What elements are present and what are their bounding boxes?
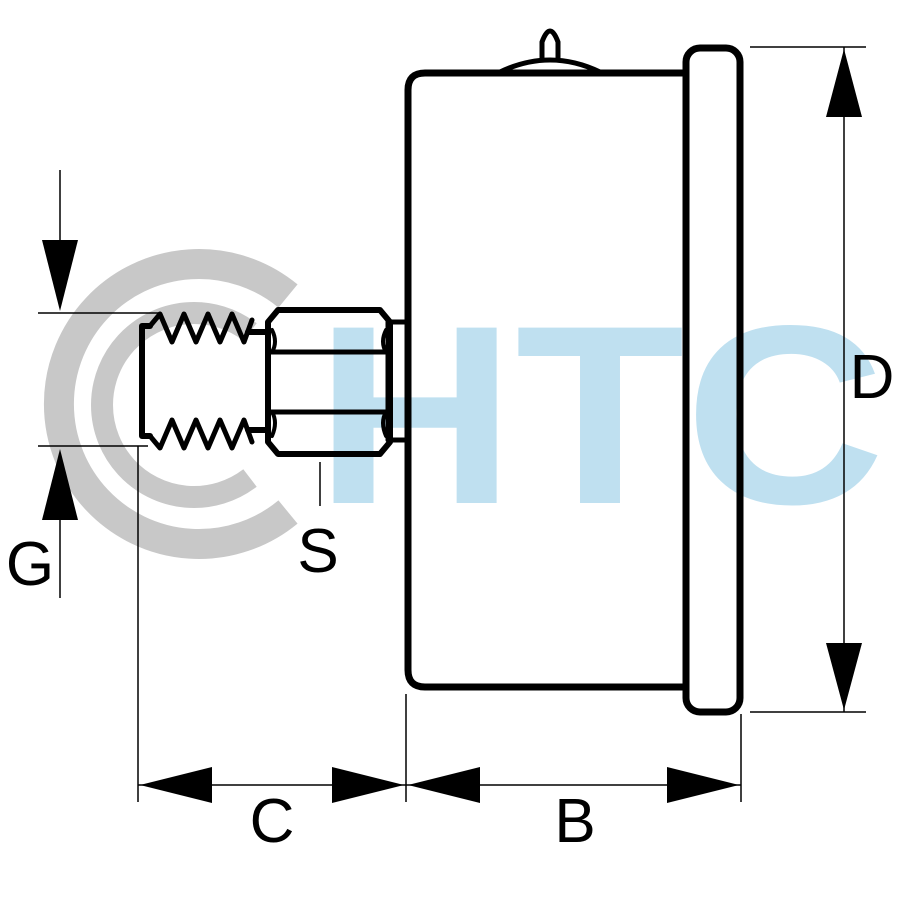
top-cap-arc xyxy=(497,57,603,75)
g-arrow-up xyxy=(42,449,78,520)
c-arrow-right xyxy=(332,767,404,803)
label-c: C xyxy=(250,787,295,856)
g-arrow-down xyxy=(42,240,78,311)
dimension-lines xyxy=(38,46,866,803)
label-g: G xyxy=(6,530,54,599)
thread-body xyxy=(139,323,271,439)
hex-chamfer-right xyxy=(381,328,388,438)
label-d: D xyxy=(850,343,895,412)
gauge-bezel xyxy=(682,44,744,716)
label-b: B xyxy=(554,787,595,856)
watermark-ring xyxy=(44,249,298,559)
thread-top xyxy=(147,311,255,345)
watermark-logo: HTC xyxy=(44,249,885,559)
hex-nut xyxy=(265,307,393,457)
process-connection xyxy=(139,307,411,457)
d-arrow-down xyxy=(826,643,862,710)
b-arrow-left xyxy=(408,767,480,803)
watermark-ring-inner xyxy=(91,302,257,508)
c-arrow-left xyxy=(140,767,212,803)
hex-chamfer-left xyxy=(270,328,277,438)
thread-bottom xyxy=(147,417,255,451)
d-arrow-up xyxy=(826,49,862,117)
dimension-labels: G S C B D xyxy=(6,343,895,856)
top-nipple xyxy=(539,28,561,63)
label-s: S xyxy=(297,517,338,586)
watermark-text: HTC xyxy=(315,273,885,558)
b-arrow-right xyxy=(667,767,739,803)
